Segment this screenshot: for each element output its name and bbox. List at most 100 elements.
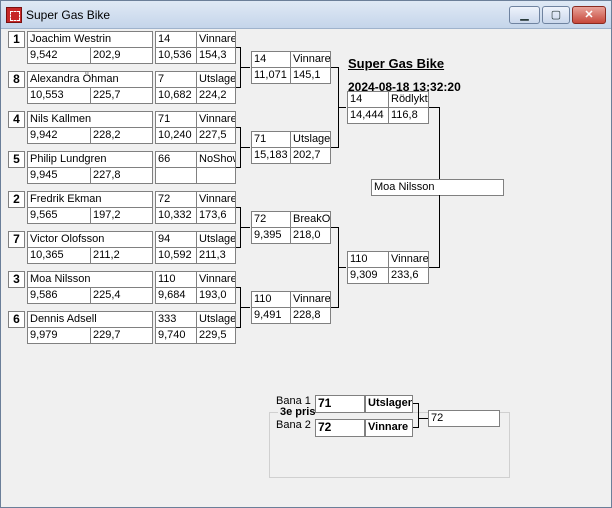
heat-time-field[interactable]: 11,071 [251, 67, 291, 84]
close-button[interactable]: ✕ [572, 6, 606, 24]
bike-number-field[interactable]: 14 [347, 91, 389, 108]
heat-speed-field[interactable]: 224,2 [196, 87, 236, 104]
heat-time-field[interactable]: 9,491 [251, 307, 291, 324]
heat-time-field[interactable]: 10,332 [155, 207, 197, 224]
reaction-time-field[interactable]: 9,942 [27, 127, 91, 144]
heat-time-field[interactable]: 10,682 [155, 87, 197, 104]
racer-name-field[interactable]: Moa Nilsson [27, 271, 153, 288]
heat-speed-field[interactable]: 154,3 [196, 47, 236, 64]
bike-number-field[interactable]: 14 [155, 31, 197, 48]
reaction-time-field[interactable]: 9,979 [27, 327, 91, 344]
bracket-connector [240, 307, 250, 308]
result-field[interactable]: NoShow [196, 151, 236, 168]
result-field[interactable]: Vinnare [196, 111, 236, 128]
result-field[interactable]: Vinnare [196, 31, 236, 48]
speed-field[interactable]: 197,2 [90, 207, 153, 224]
bike-number-field[interactable]: 7 [155, 71, 197, 88]
result-field[interactable]: Vinnare [388, 251, 429, 268]
result-field[interactable]: Utslagen [290, 131, 331, 148]
heat-time-field[interactable] [155, 167, 197, 184]
third-place-winner-field[interactable]: 72 [428, 410, 500, 427]
heat-speed-field[interactable]: 193,0 [196, 287, 236, 304]
bike-number-field[interactable]: 71 [251, 131, 291, 148]
bike-number-field[interactable]: 110 [347, 251, 389, 268]
bike-number-field[interactable]: 110 [155, 271, 197, 288]
reaction-time-field[interactable]: 9,945 [27, 167, 91, 184]
reaction-time-field[interactable]: 10,553 [27, 87, 91, 104]
result-field[interactable]: BreakOut [290, 211, 331, 228]
heat-time-field[interactable]: 10,536 [155, 47, 197, 64]
heat-speed-field[interactable]: 202,7 [290, 147, 331, 164]
result-field[interactable]: Utslagen [196, 231, 236, 248]
heat-speed-field[interactable]: 228,8 [290, 307, 331, 324]
heat-time-field[interactable]: 14,444 [347, 107, 389, 124]
bracket-connector [236, 87, 241, 88]
bracket-connector [413, 403, 418, 404]
heat-time-field[interactable]: 15,183 [251, 147, 291, 164]
speed-field[interactable]: 228,2 [90, 127, 153, 144]
heat-speed-field[interactable]: 233,6 [388, 267, 429, 284]
heat-speed-field[interactable]: 227,5 [196, 127, 236, 144]
reaction-time-field[interactable]: 10,365 [27, 247, 91, 264]
result-field[interactable]: Vinnare [196, 191, 236, 208]
seed-number: 3 [8, 271, 25, 288]
bracket-connector [338, 267, 346, 268]
heat-speed-field[interactable] [196, 167, 236, 184]
final-winner-field[interactable]: Moa Nilsson [371, 179, 504, 196]
bike-number-field[interactable]: 72 [251, 211, 291, 228]
bike-number-field[interactable]: 94 [155, 231, 197, 248]
heat-speed-field[interactable]: 145,1 [290, 67, 331, 84]
heat-speed-field[interactable]: 211,3 [196, 247, 236, 264]
bike-number-field[interactable]: 66 [155, 151, 197, 168]
racer-name-field[interactable]: Philip Lundgren [27, 151, 153, 168]
heat-time-field[interactable]: 9,684 [155, 287, 197, 304]
heat-speed-field[interactable]: 173,6 [196, 207, 236, 224]
bike-number-field[interactable]: 110 [251, 291, 291, 308]
result-field[interactable]: Vinnare [290, 291, 331, 308]
racer-name-field[interactable]: Victor Olofsson [27, 231, 153, 248]
lane1-number-input[interactable]: 71 [315, 395, 365, 413]
bike-number-field[interactable]: 71 [155, 111, 197, 128]
bike-number-field[interactable]: 333 [155, 311, 197, 328]
speed-field[interactable]: 225,4 [90, 287, 153, 304]
bike-number-field[interactable]: 14 [251, 51, 291, 68]
heat-speed-field[interactable]: 218,0 [290, 227, 331, 244]
reaction-time-field[interactable]: 9,586 [27, 287, 91, 304]
racer-name-field[interactable]: Joachim Westrin [27, 31, 153, 48]
heat-time-field[interactable]: 10,592 [155, 247, 197, 264]
heat-time-field[interactable]: 9,309 [347, 267, 389, 284]
seed-number: 7 [8, 231, 25, 248]
speed-field[interactable]: 202,9 [90, 47, 153, 64]
heat-speed-field[interactable]: 229,5 [196, 327, 236, 344]
heat-speed-field[interactable]: 116,8 [388, 107, 429, 124]
lane2-number-input[interactable]: 72 [315, 419, 365, 437]
lane2-result-field[interactable]: Vinnare [365, 419, 413, 437]
bracket-connector [331, 147, 339, 148]
racer-name-field[interactable]: Alexandra Öhman [27, 71, 153, 88]
bracket-connector [331, 307, 339, 308]
maximize-button[interactable]: ▢ [542, 6, 570, 24]
speed-field[interactable]: 225,7 [90, 87, 153, 104]
result-field[interactable]: Utslagen [196, 71, 236, 88]
speed-field[interactable]: 229,7 [90, 327, 153, 344]
result-field[interactable]: Vinnare [290, 51, 331, 68]
reaction-time-field[interactable]: 9,542 [27, 47, 91, 64]
racer-name-field[interactable]: Dennis Adsell [27, 311, 153, 328]
heat-time-field[interactable]: 9,395 [251, 227, 291, 244]
heat-time-field[interactable]: 10,240 [155, 127, 197, 144]
lane1-result-field[interactable]: Utslagen [365, 395, 413, 413]
racer-name-field[interactable]: Fredrik Ekman [27, 191, 153, 208]
bracket-connector [240, 227, 250, 228]
result-field[interactable]: Vinnare [196, 271, 236, 288]
reaction-time-field[interactable]: 9,565 [27, 207, 91, 224]
result-field[interactable]: Rödlykta [388, 91, 429, 108]
result-field[interactable]: Utslagen [196, 311, 236, 328]
racer-name-field[interactable]: Nils Kallmen [27, 111, 153, 128]
bracket-connector [439, 195, 440, 268]
speed-field[interactable]: 211,2 [90, 247, 153, 264]
heat-time-field[interactable]: 9,740 [155, 327, 197, 344]
title-bar: Super Gas Bike ▁ ▢ ✕ [1, 1, 611, 29]
speed-field[interactable]: 227,8 [90, 167, 153, 184]
bike-number-field[interactable]: 72 [155, 191, 197, 208]
minimize-button[interactable]: ▁ [509, 6, 540, 24]
